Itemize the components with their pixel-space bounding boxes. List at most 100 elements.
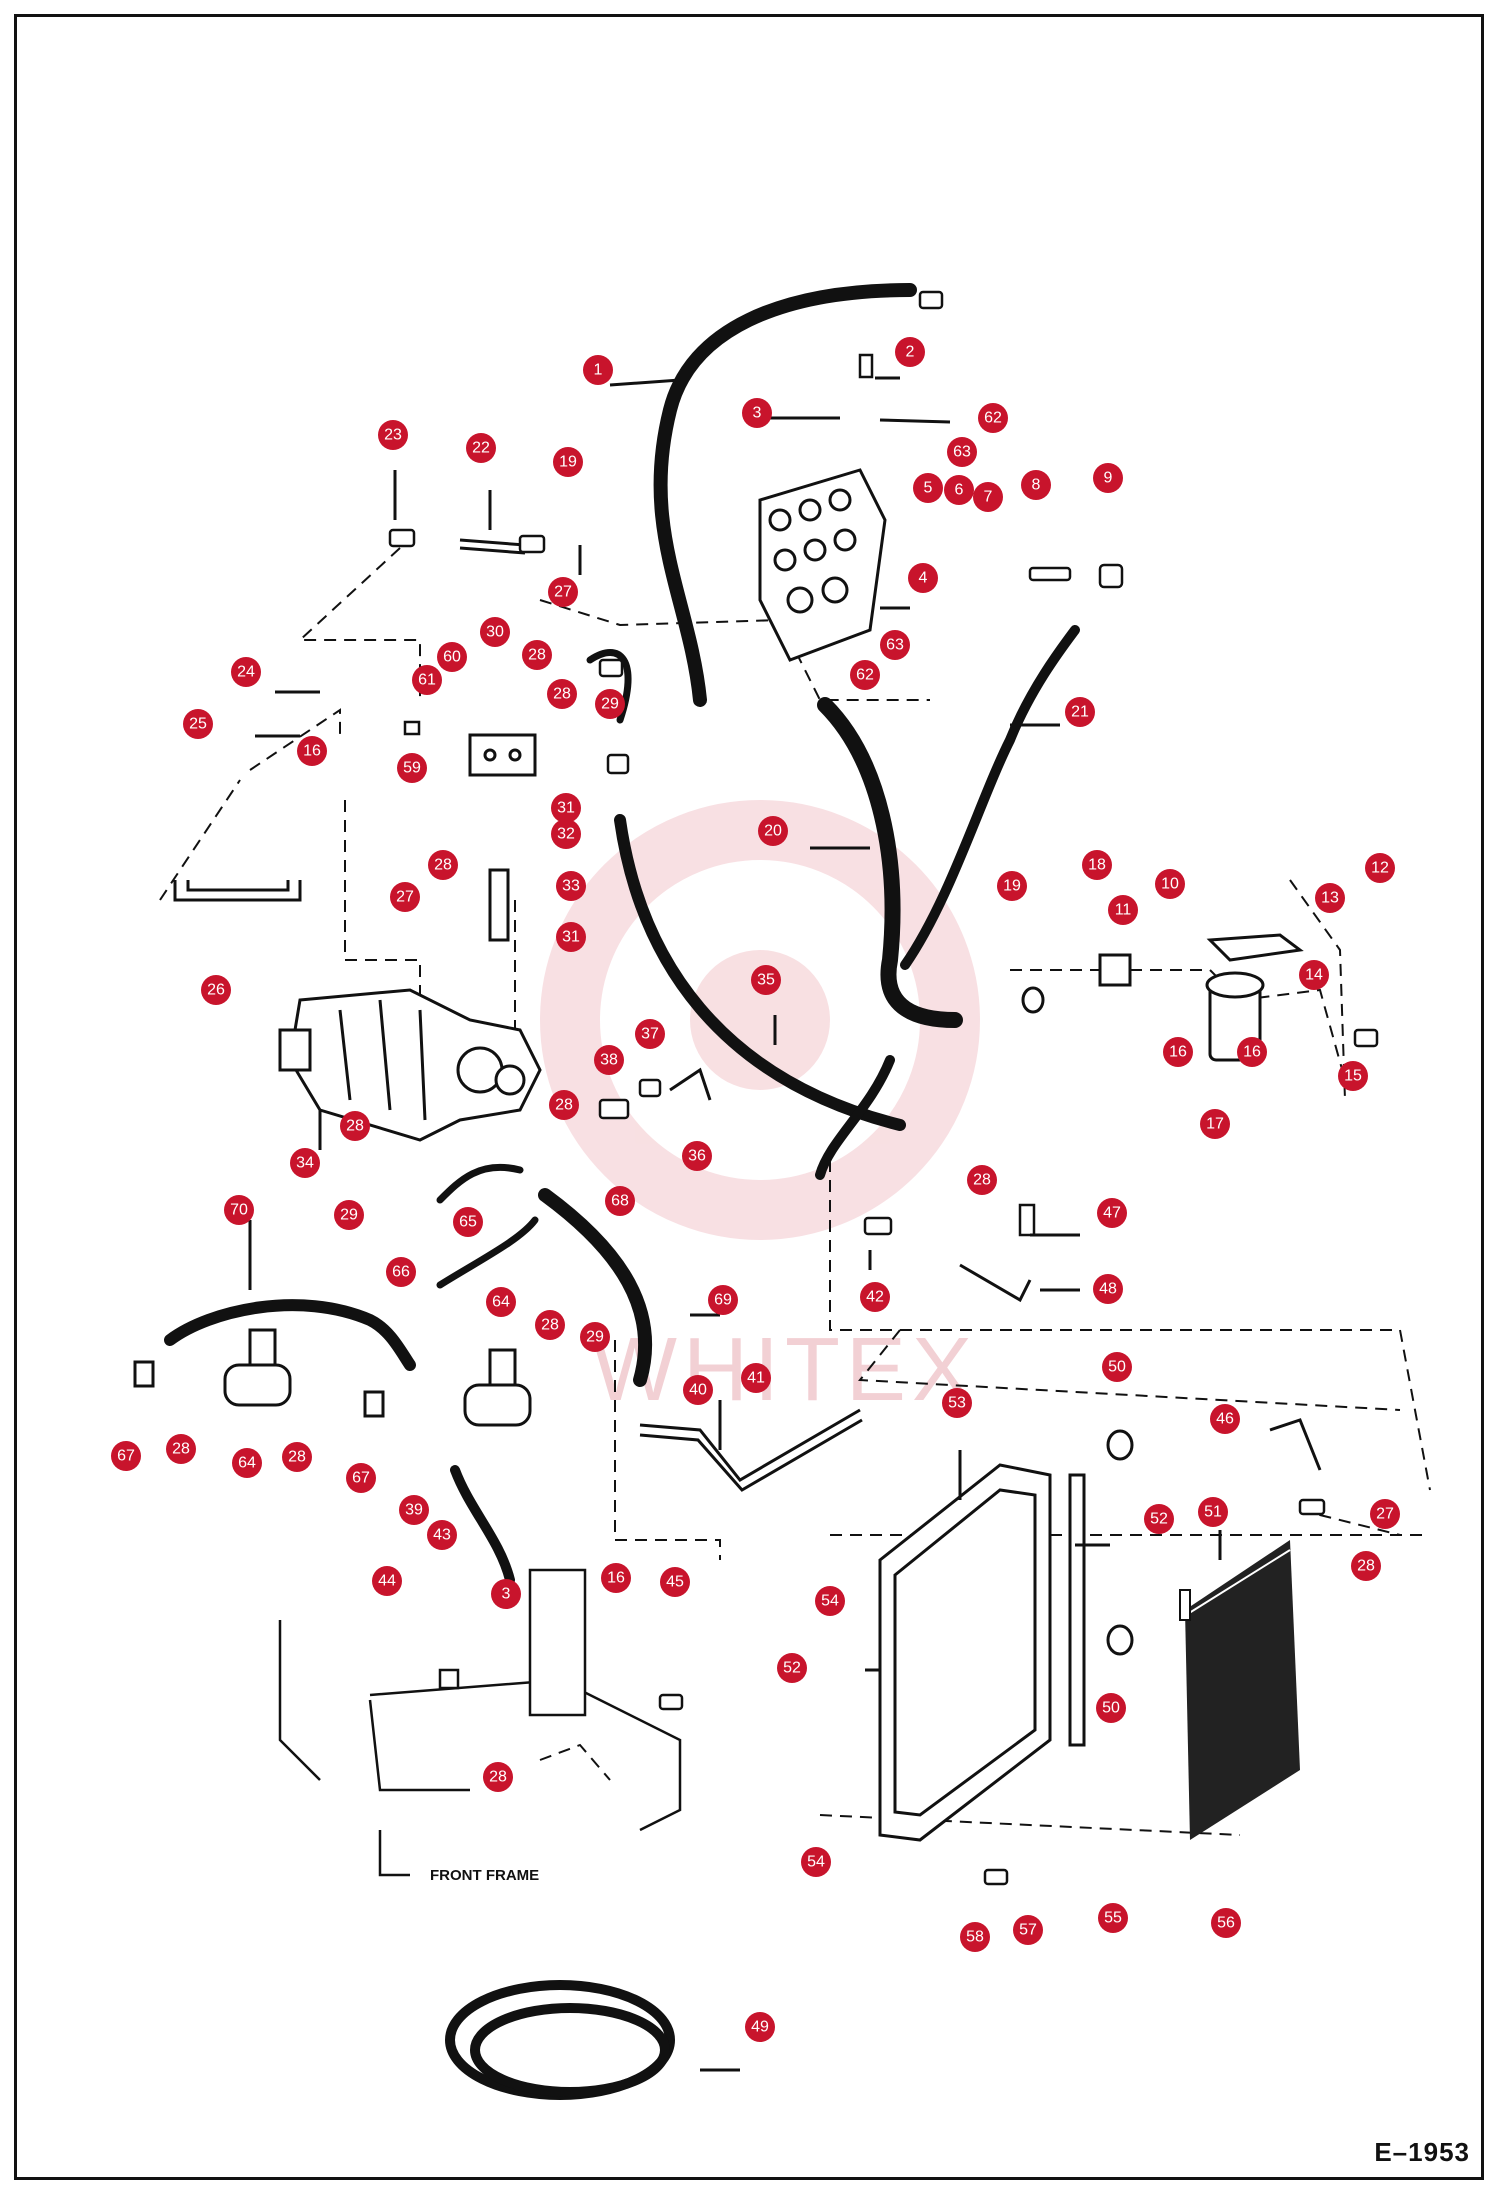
cooler-canisters	[133, 1328, 532, 1427]
callout-33: 33	[556, 871, 586, 901]
tube-40	[639, 1408, 861, 1482]
svg-text:27: 27	[396, 889, 414, 906]
svg-text:4: 4	[919, 570, 928, 587]
callout-3-b: 3	[491, 1579, 521, 1609]
svg-text:64: 64	[238, 1455, 256, 1472]
svg-text:33: 33	[562, 878, 580, 895]
tube-36	[669, 1067, 712, 1101]
svg-text:13: 13	[1321, 890, 1339, 907]
callout-10: 10	[1155, 869, 1185, 899]
svg-text:28: 28	[555, 1097, 573, 1114]
callout-64-b: 64	[232, 1448, 262, 1478]
svg-text:54: 54	[821, 1593, 839, 1610]
svg-text:60: 60	[443, 649, 461, 666]
callout-18: 18	[1082, 850, 1112, 880]
hose-21	[900, 625, 1080, 970]
svg-text:12: 12	[1371, 860, 1389, 877]
hose-70	[164, 1299, 416, 1371]
svg-text:28: 28	[528, 647, 546, 664]
svg-text:28: 28	[434, 857, 452, 874]
svg-text:68: 68	[611, 1193, 629, 1210]
callout-17: 17	[1200, 1109, 1230, 1139]
svg-text:17: 17	[1206, 1116, 1224, 1133]
svg-text:47: 47	[1103, 1205, 1121, 1222]
callout-47: 47	[1097, 1198, 1127, 1228]
callout-26: 26	[201, 975, 231, 1005]
callout-5: 5	[913, 473, 943, 503]
callout-22: 22	[466, 433, 496, 463]
svg-text:42: 42	[866, 1289, 884, 1306]
svg-text:29: 29	[340, 1207, 358, 1224]
svg-text:15: 15	[1344, 1068, 1362, 1085]
callout-43: 43	[427, 1520, 457, 1550]
callout-3: 3	[742, 398, 772, 428]
callout-59: 59	[397, 753, 427, 783]
callout-28-f: 28	[967, 1165, 997, 1195]
svg-text:28: 28	[489, 1769, 507, 1786]
diagram-frame	[14, 14, 1484, 2180]
svg-text:70: 70	[230, 1202, 248, 1219]
callout-62-b: 62	[850, 660, 880, 690]
tube-22	[459, 538, 526, 547]
svg-text:54: 54	[807, 1854, 825, 1871]
svg-text:16: 16	[607, 1570, 625, 1587]
callout-54-b: 54	[801, 1847, 831, 1877]
svg-text:62: 62	[984, 410, 1002, 427]
svg-text:28: 28	[172, 1441, 190, 1458]
svg-text:59: 59	[403, 760, 421, 777]
callout-67-a: 67	[111, 1441, 141, 1471]
callout-64-a: 64	[486, 1287, 516, 1317]
svg-text:62: 62	[856, 667, 874, 684]
tube-26-inner	[186, 880, 290, 892]
callout-63-b: 63	[880, 630, 910, 660]
callout-52-a: 52	[1144, 1504, 1174, 1534]
callout-24: 24	[231, 657, 261, 687]
callout-6: 6	[944, 475, 974, 505]
callout-28-j: 28	[1351, 1551, 1381, 1581]
callout-11: 11	[1108, 895, 1138, 925]
svg-text:1: 1	[594, 362, 603, 379]
svg-text:28: 28	[346, 1118, 364, 1135]
callout-12: 12	[1365, 853, 1395, 883]
callout-46: 46	[1210, 1404, 1240, 1434]
callout-14: 14	[1299, 960, 1329, 990]
svg-text:3: 3	[502, 1586, 511, 1603]
callout-35: 35	[751, 965, 781, 995]
svg-text:19: 19	[1003, 878, 1021, 895]
svg-text:8: 8	[1032, 477, 1041, 494]
callout-28-a: 28	[522, 640, 552, 670]
callout-63: 63	[947, 437, 977, 467]
svg-text:22: 22	[472, 440, 490, 457]
callout-39: 39	[399, 1495, 429, 1525]
callout-4: 4	[908, 563, 938, 593]
hose-35	[614, 814, 906, 1131]
callout-29-b: 29	[334, 1200, 364, 1230]
svg-text:67: 67	[117, 1448, 135, 1465]
svg-text:52: 52	[783, 1660, 801, 1677]
svg-text:67: 67	[352, 1470, 370, 1487]
tube-48	[959, 1263, 1032, 1303]
callout-50-a: 50	[1102, 1352, 1132, 1382]
svg-text:24: 24	[237, 664, 255, 681]
callout-29-a: 29	[595, 689, 625, 719]
svg-text:31: 31	[557, 800, 575, 817]
callout-16-a: 16	[297, 736, 327, 766]
callout-13: 13	[1315, 883, 1345, 913]
callout-48: 48	[1093, 1274, 1123, 1304]
callout-37: 37	[635, 1019, 665, 1049]
hose-43	[450, 1465, 515, 1585]
callout-36: 36	[682, 1141, 712, 1171]
callout-27: 27	[548, 577, 578, 607]
callout-56: 56	[1211, 1908, 1241, 1938]
callout-16-d: 16	[601, 1563, 631, 1593]
callout-51: 51	[1198, 1497, 1228, 1527]
hoses	[164, 283, 1080, 1585]
watermark: WHITEX	[540, 800, 980, 1420]
svg-text:20: 20	[764, 823, 782, 840]
svg-text:3: 3	[753, 405, 762, 422]
callout-19: 19	[553, 447, 583, 477]
svg-text:46: 46	[1216, 1411, 1234, 1428]
svg-text:21: 21	[1071, 704, 1089, 721]
svg-text:56: 56	[1217, 1915, 1235, 1932]
svg-text:16: 16	[1243, 1044, 1261, 1061]
